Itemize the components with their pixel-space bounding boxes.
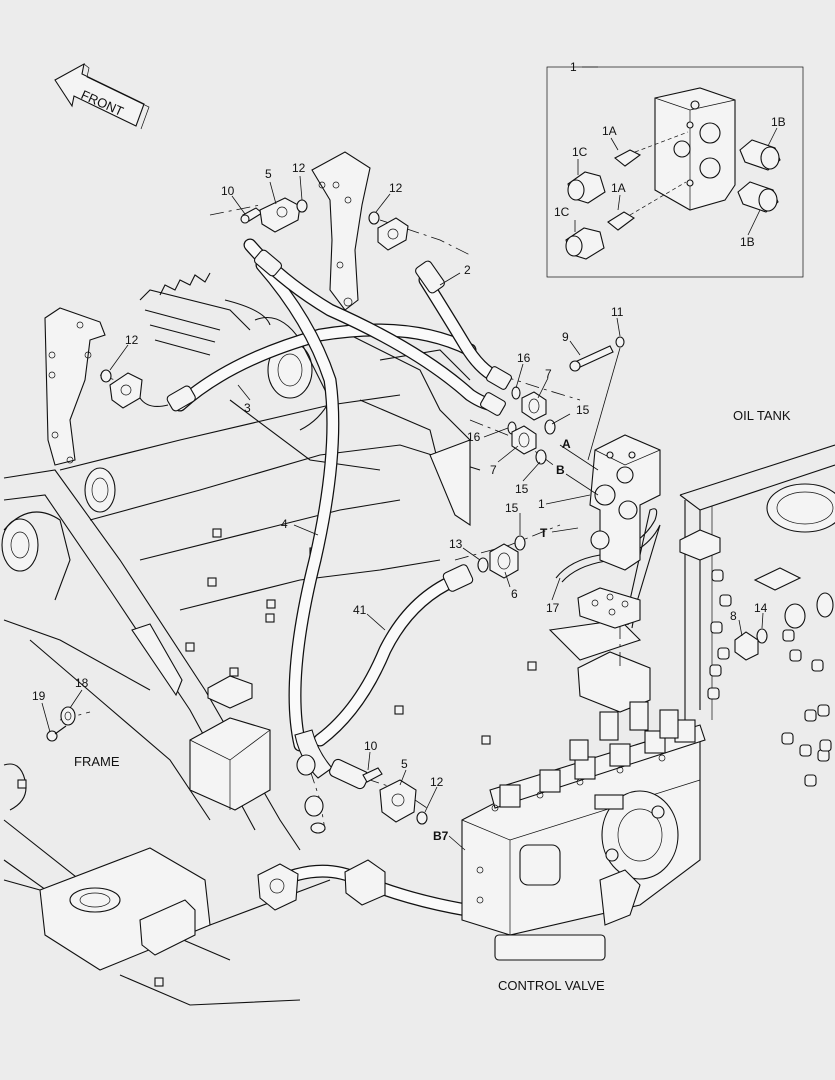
oring-15-a-icon bbox=[544, 419, 556, 435]
callout-17: 17 bbox=[546, 601, 560, 615]
callout-19: 19 bbox=[32, 689, 46, 703]
plug-8-icon bbox=[734, 631, 759, 661]
callout-1b-bottom: 1B bbox=[740, 235, 755, 249]
oring-14-icon bbox=[756, 628, 768, 644]
callout-1b-top: 1B bbox=[771, 115, 786, 129]
fitting-1a-bottom-icon bbox=[607, 181, 687, 231]
hydraulic-hoses bbox=[173, 238, 627, 922]
callout-7-b: 7 bbox=[490, 463, 497, 477]
bolt-10-top-icon bbox=[240, 207, 263, 224]
hose-fittings bbox=[46, 197, 768, 911]
callout-3: 3 bbox=[244, 401, 251, 415]
fitting-1a-top-icon bbox=[614, 131, 689, 167]
valve-block-inset: 1 bbox=[546, 60, 804, 278]
control-valve-body bbox=[461, 701, 706, 961]
callout-1a-bottom: 1A bbox=[611, 181, 626, 195]
callout-9: 9 bbox=[562, 330, 569, 344]
upper-frame-structure bbox=[1, 151, 651, 1006]
bolt-10-bottom-icon bbox=[362, 767, 383, 783]
oring-16-a-icon bbox=[511, 386, 521, 400]
callout-10-bottom: 10 bbox=[364, 739, 378, 753]
callout-6: 6 bbox=[511, 587, 518, 601]
clamp-18-icon bbox=[60, 706, 76, 726]
caption-control-valve: CONTROL VALVE bbox=[498, 978, 605, 993]
callout-1-main: 1 bbox=[538, 497, 545, 511]
adapter-1c-bottom-icon bbox=[565, 227, 605, 260]
front-arrow-icon: FRONT bbox=[54, 62, 150, 130]
oring-12-bottom-icon bbox=[416, 811, 428, 825]
callout-41: 41 bbox=[353, 603, 367, 617]
callout-16-a: 16 bbox=[517, 351, 531, 365]
callout-16-b: 16 bbox=[467, 430, 481, 444]
plug-1b-top-icon bbox=[739, 139, 781, 171]
callout-1a-top: 1A bbox=[602, 124, 617, 138]
adapter-7-a-icon bbox=[521, 391, 547, 421]
flange-5-top-icon bbox=[259, 197, 301, 233]
callout-12-top-a: 12 bbox=[292, 161, 306, 175]
oring-15-c-icon bbox=[514, 535, 526, 551]
callout-B: B bbox=[556, 463, 565, 477]
oring-13-icon bbox=[477, 557, 489, 573]
bolt-9-icon bbox=[569, 345, 614, 372]
callout-18: 18 bbox=[75, 676, 89, 690]
caption-frame: FRAME bbox=[74, 754, 120, 769]
callout-T: T bbox=[540, 526, 548, 540]
callout-12-left: 12 bbox=[125, 333, 139, 347]
callout-14: 14 bbox=[754, 601, 768, 615]
callout-1c-top: 1C bbox=[572, 145, 588, 159]
oring-15-b-icon bbox=[535, 449, 547, 465]
callout-12-top-b: 12 bbox=[389, 181, 403, 195]
plug-1b-bottom-icon bbox=[737, 181, 779, 213]
callout-leaders bbox=[41, 175, 764, 851]
callout-A: A bbox=[562, 437, 571, 451]
callout-12-bottom: 12 bbox=[430, 775, 444, 789]
hose-collar-icon bbox=[344, 859, 386, 906]
callout-13: 13 bbox=[449, 537, 463, 551]
valve-bracket-assembly bbox=[577, 434, 661, 629]
callout-labels: 10 5 12 12 2 12 3 9 11 16 7 15 16 7 15 A… bbox=[32, 161, 768, 843]
oring-12-left-icon bbox=[100, 369, 112, 383]
callout-15-b: 15 bbox=[515, 482, 529, 496]
adapter-6-icon bbox=[489, 543, 519, 579]
callout-11: 11 bbox=[611, 305, 624, 319]
callout-2: 2 bbox=[464, 263, 471, 277]
oring-12-top-b-icon bbox=[368, 211, 380, 225]
callout-1-inset: 1 bbox=[570, 60, 577, 74]
callout-4: 4 bbox=[281, 517, 288, 531]
oil-tank-structure bbox=[679, 444, 835, 787]
callout-B7: B7 bbox=[433, 829, 449, 843]
flange-top-right-icon bbox=[377, 217, 409, 251]
callout-7-a: 7 bbox=[545, 367, 552, 381]
oring-12-top-a-icon bbox=[296, 199, 308, 213]
callout-15-a: 15 bbox=[576, 403, 590, 417]
caption-oil-tank: OIL TANK bbox=[733, 408, 791, 423]
callout-5-top: 5 bbox=[265, 167, 272, 181]
washer-11-icon bbox=[615, 336, 625, 348]
adapter-7-b-icon bbox=[511, 425, 537, 455]
flange-left-icon bbox=[109, 372, 143, 409]
callout-10-top: 10 bbox=[221, 184, 235, 198]
adapter-1c-top-icon bbox=[567, 171, 606, 204]
flange-control-valve-left-icon bbox=[257, 863, 299, 911]
bolt-19-icon bbox=[46, 725, 67, 742]
flange-5-bottom-icon bbox=[379, 779, 417, 823]
callout-15-c: 15 bbox=[505, 501, 519, 515]
callout-8: 8 bbox=[730, 609, 737, 623]
callout-1c-bottom: 1C bbox=[554, 205, 570, 219]
callout-5-bottom: 5 bbox=[401, 757, 408, 771]
